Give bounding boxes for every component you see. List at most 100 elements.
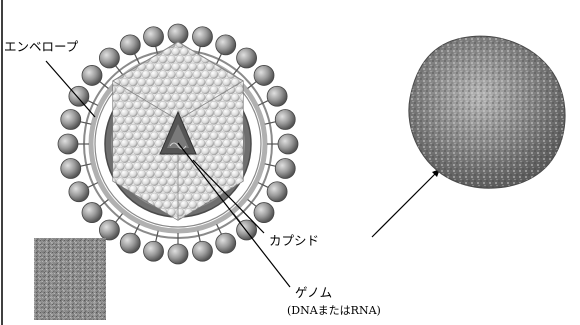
- capsomere: [129, 139, 137, 147]
- capsomere: [163, 63, 171, 71]
- capsomere: [193, 132, 201, 140]
- capsomere: [168, 162, 176, 170]
- capsomere: [219, 86, 227, 94]
- capsomere: [159, 162, 167, 170]
- capsomere: [176, 55, 184, 63]
- capsomere: [125, 147, 133, 155]
- capsomere: [236, 147, 244, 155]
- capsomere: [210, 162, 218, 170]
- envelope-spike-bead: [192, 27, 212, 47]
- capsomere: [142, 132, 150, 140]
- capsomere: [163, 78, 171, 86]
- envelope-spike-bead: [275, 158, 295, 178]
- capsomere: [189, 170, 197, 178]
- capsomere: [146, 124, 154, 132]
- capsomere: [117, 147, 125, 155]
- capsomere: [206, 124, 214, 132]
- envelope-spike-bead: [82, 203, 102, 223]
- capsomere: [172, 170, 180, 178]
- capsomere: [151, 86, 159, 94]
- electron-micrograph-thumbnail: [34, 238, 106, 320]
- envelope-spike-bead: [61, 158, 81, 178]
- capsomere: [172, 78, 180, 86]
- capsomere: [185, 162, 193, 170]
- capsomere: [146, 185, 154, 193]
- capsomere: [189, 78, 197, 86]
- capsomere: [253, 40, 261, 48]
- capsomere: [227, 117, 235, 125]
- capsid-label: カプシド: [269, 235, 319, 248]
- capsomere: [134, 178, 142, 186]
- capsomere: [223, 109, 231, 117]
- capsomere: [206, 109, 214, 117]
- capsomere: [134, 86, 142, 94]
- capsomere: [185, 86, 193, 94]
- capsomere: [134, 117, 142, 125]
- capsomere: [231, 155, 239, 163]
- capsomere: [176, 101, 184, 109]
- capsomere: [189, 185, 197, 193]
- envelope-spike-bead: [254, 65, 274, 85]
- capsomere: [210, 147, 218, 155]
- envelope-spike-bead: [61, 110, 81, 130]
- capsomere: [146, 155, 154, 163]
- envelope-spike-bead: [254, 203, 274, 223]
- capsomere: [176, 162, 184, 170]
- capsomere: [146, 78, 154, 86]
- capsomere: [125, 117, 133, 125]
- capsomere: [168, 101, 176, 109]
- capsomere: [202, 132, 210, 140]
- capsomere: [151, 71, 159, 79]
- capsomere: [146, 139, 154, 147]
- capsomere: [125, 132, 133, 140]
- capsomere: [134, 132, 142, 140]
- capsomere: [125, 101, 133, 109]
- capsomere: [159, 132, 167, 140]
- capsomere: [244, 40, 252, 48]
- capsomere: [202, 117, 210, 125]
- envelope-spike-bead: [99, 48, 119, 68]
- capsomere: [112, 170, 120, 178]
- capsomere: [155, 155, 163, 163]
- capsomere: [121, 155, 129, 163]
- capsomere: [172, 155, 180, 163]
- capsomere: [185, 55, 193, 63]
- capsomere: [227, 55, 235, 63]
- capsomere: [155, 78, 163, 86]
- capsomere: [193, 193, 201, 201]
- capsomere: [206, 63, 214, 71]
- capsomere: [185, 178, 193, 186]
- capsomere: [214, 109, 222, 117]
- envelope-spike-bead: [99, 220, 119, 240]
- capsomere: [197, 185, 205, 193]
- capsomere: [138, 139, 146, 147]
- capsomere: [185, 193, 193, 201]
- rendered-virion-image: [409, 36, 565, 188]
- capsomere: [172, 201, 180, 209]
- capsomere: [172, 94, 180, 102]
- capsomere: [197, 94, 205, 102]
- capsomere: [151, 132, 159, 140]
- envelope-spike-bead: [168, 244, 188, 264]
- envelope-spike-bead: [237, 48, 257, 68]
- capsomere: [168, 86, 176, 94]
- capsomere: [193, 71, 201, 79]
- envelope-spike-bead: [144, 27, 164, 47]
- envelope-spike-bead: [120, 233, 140, 253]
- envelope-spike-bead: [120, 35, 140, 55]
- capsomere: [134, 101, 142, 109]
- capsomere: [219, 178, 227, 186]
- capsomere: [210, 86, 218, 94]
- capsomere: [176, 86, 184, 94]
- capsomere: [159, 71, 167, 79]
- capsomere: [227, 101, 235, 109]
- capsomere: [138, 170, 146, 178]
- capsomere: [223, 124, 231, 132]
- capsomere: [172, 63, 180, 71]
- capsomere: [155, 185, 163, 193]
- capsomere: [189, 124, 197, 132]
- capsomere: [168, 55, 176, 63]
- capsomere: [159, 178, 167, 186]
